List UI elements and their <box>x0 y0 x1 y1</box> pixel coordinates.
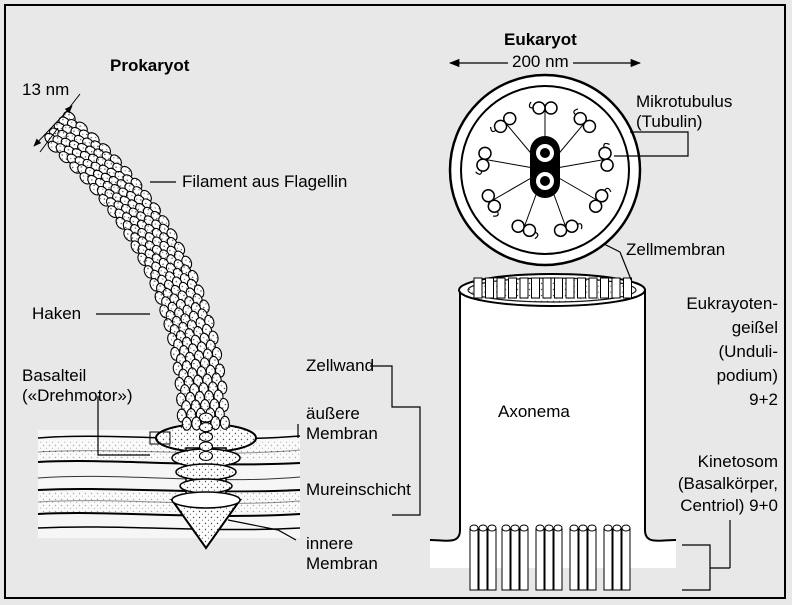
hook-label: Haken <box>32 304 81 324</box>
axoneme-cross-section <box>450 75 640 265</box>
basal-body-label-line1: Basalteil <box>22 366 86 386</box>
flagellum-label-line5: 9+2 <box>749 390 778 410</box>
kinetosome-label-line1: Kinetosom <box>698 452 778 472</box>
axoneme-label: Axonema <box>498 402 570 422</box>
flagellum-label-line2: geißel <box>732 318 778 338</box>
flagellin-filament <box>43 109 230 460</box>
microtubule-label-line2: (Tubulin) <box>636 112 702 132</box>
microtubule-label-line1: Mikrotubulus <box>636 92 732 112</box>
flagellum-width-label: 200 nm <box>508 52 573 72</box>
inner-membrane-label-line2: Membran <box>306 554 378 574</box>
outer-membrane-label-line2: Membran <box>306 424 378 444</box>
kinetosome-label-line2: (Basalkörper, <box>678 474 778 494</box>
kinetosome-label-line3: Centriol) 9+0 <box>680 496 778 516</box>
basal-body-label-line2: («Drehmotor») <box>22 386 133 406</box>
prokaryote-title: Prokaryot <box>110 56 189 76</box>
cell-wall-label: Zellwand <box>306 356 374 376</box>
flagellum-label-line4: podium) <box>717 366 778 386</box>
eukaryote-title: Eukaryot <box>504 30 577 50</box>
filament-width-label: 13 nm <box>22 80 69 100</box>
filament-label: Filament aus Flagellin <box>182 172 347 192</box>
murein-layer-label: Mureinschicht <box>306 480 411 500</box>
inner-membrane-label-line1: innere <box>306 534 353 554</box>
eukaryote-flagellum <box>430 274 676 590</box>
flagellum-label-line1: Eukrayoten- <box>686 294 778 314</box>
outer-membrane-label-line1: äußere <box>306 404 360 424</box>
flagellum-label-line3: (Unduli- <box>718 342 778 362</box>
cell-membrane-label: Zellmembran <box>626 240 725 260</box>
